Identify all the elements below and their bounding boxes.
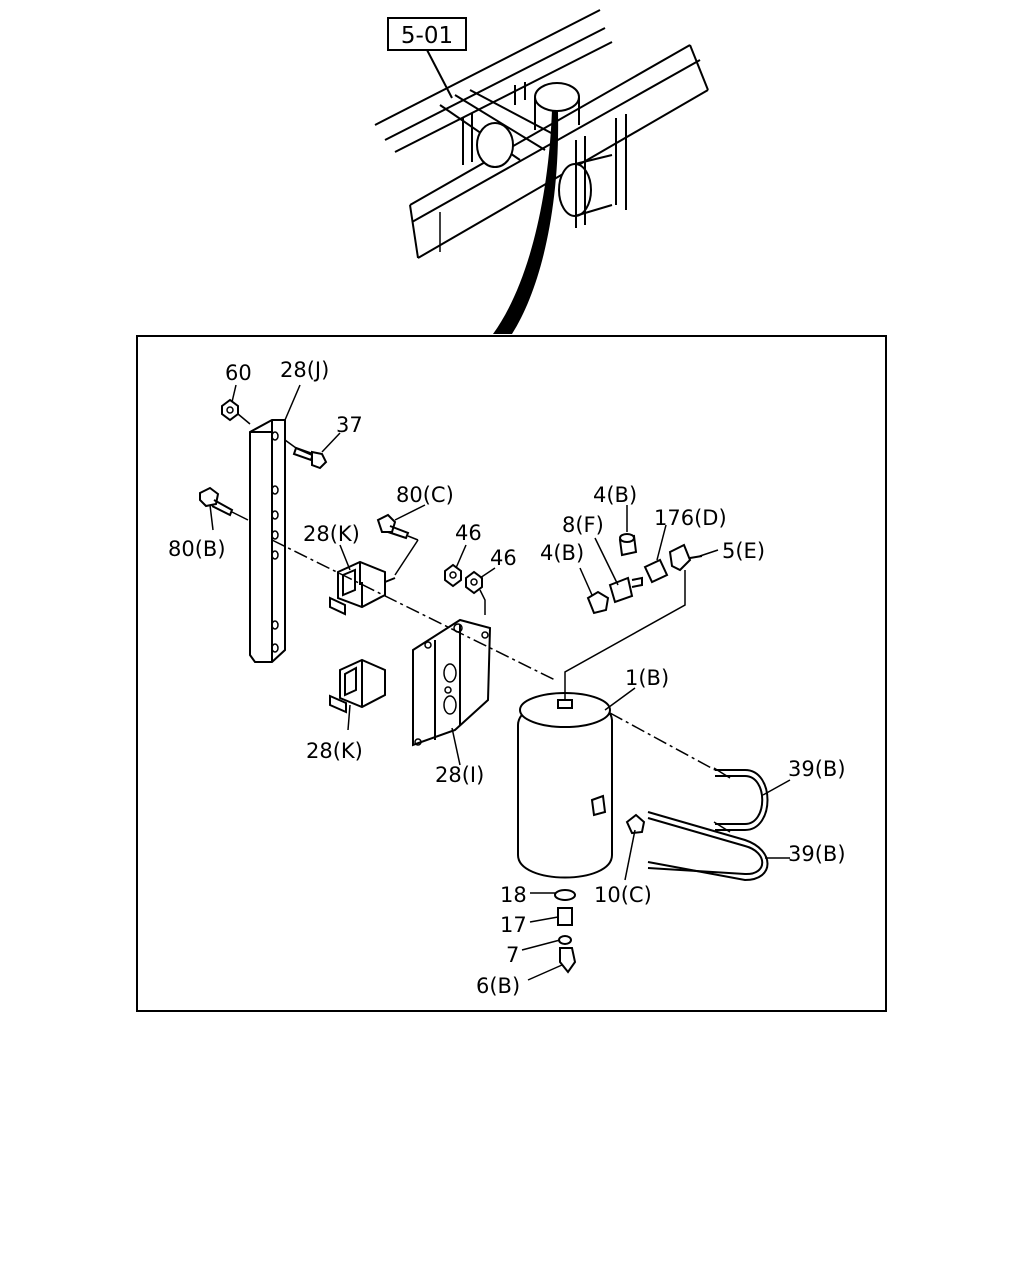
label-17: 17 — [500, 913, 527, 937]
air-line — [564, 570, 686, 700]
bolt-80b — [199, 486, 249, 521]
nut-46-a — [444, 563, 462, 588]
u-bolt-39b-upper — [713, 767, 769, 833]
label-10c: 10(C) — [594, 883, 652, 907]
bracket-28k-upper — [329, 560, 396, 616]
label-37: 37 — [336, 413, 363, 437]
label-46-a: 46 — [455, 521, 482, 545]
label-46-b: 46 — [490, 546, 517, 570]
label-39b-lower: 39(B) — [788, 842, 846, 866]
fitting-17 — [557, 907, 573, 926]
bracket-28k-lower — [329, 658, 386, 714]
label-60: 60 — [225, 361, 252, 385]
nut-46-b — [465, 570, 486, 615]
part-labels: 60 28(J) 37 80(B) 80(C) 28(K) 28(K) 46 4… — [168, 358, 846, 998]
bracket-plate-28i — [412, 618, 492, 747]
assembly-line-1 — [271, 539, 556, 681]
label-28k-lower: 28(K) — [306, 739, 363, 763]
washer-18 — [554, 889, 576, 901]
bolt-80c — [376, 513, 419, 541]
label-39b-upper: 39(B) — [788, 757, 846, 781]
reference-box-label: 5-01 — [401, 23, 453, 49]
label-28i: 28(I) — [435, 763, 484, 787]
bolt-80c-extension — [394, 539, 419, 576]
fitting-5e — [668, 543, 703, 572]
fitting-4b-left — [586, 590, 610, 615]
label-4b-left: 4(B) — [540, 541, 584, 565]
label-28k-upper: 28(K) — [303, 522, 360, 546]
chassis-frame-overview — [374, 9, 709, 259]
leader-lines — [209, 384, 791, 981]
assembly-line-2 — [609, 712, 716, 771]
drain-parts — [554, 889, 577, 974]
bolt-37 — [284, 439, 328, 470]
ring-7 — [558, 935, 572, 945]
callout-leader — [493, 110, 559, 334]
label-5e: 5(E) — [722, 539, 765, 563]
fitting-8f — [608, 576, 643, 604]
label-28j: 28(J) — [280, 358, 329, 382]
label-80b: 80(B) — [168, 537, 226, 561]
label-176d: 176(D) — [654, 506, 727, 530]
fitting-4b-top — [618, 533, 638, 557]
bracket-28j — [249, 419, 286, 663]
plug-10c — [625, 813, 646, 835]
nut-60 — [221, 398, 251, 425]
u-bolt-39b-lower — [647, 811, 769, 882]
air-tank-1b — [517, 692, 613, 879]
drain-cock-6b — [559, 947, 577, 974]
label-7: 7 — [506, 943, 519, 967]
label-8f: 8(F) — [562, 513, 604, 537]
label-4b-top: 4(B) — [593, 483, 637, 507]
label-6b: 6(B) — [476, 974, 520, 998]
reference-box: 5-01 — [387, 17, 467, 51]
label-18: 18 — [500, 883, 527, 907]
detail-frame — [136, 335, 887, 1012]
fitting-176d — [643, 558, 669, 584]
label-1b: 1(B) — [625, 666, 669, 690]
label-80c: 80(C) — [396, 483, 454, 507]
